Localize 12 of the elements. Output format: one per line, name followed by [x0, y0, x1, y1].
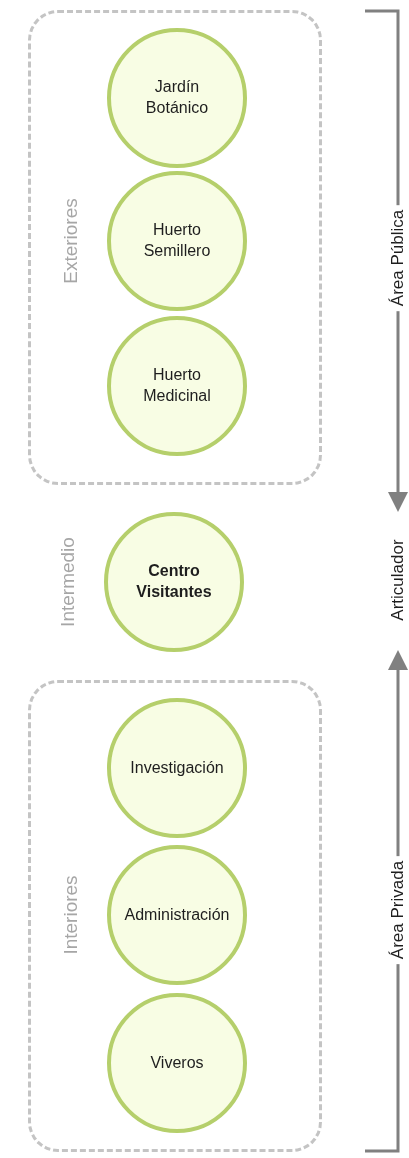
- node-label: Investigación: [129, 757, 225, 778]
- node-label: Huerto Semillero: [142, 220, 212, 261]
- node-label: Viveros: [149, 1052, 205, 1073]
- zone-label: Intermedio: [57, 537, 79, 627]
- node-label: Administración: [123, 904, 231, 925]
- node-label: Huerto Medicinal: [142, 365, 212, 406]
- node-label: Jardín Botánico: [144, 77, 210, 118]
- node-label: Centro Visitantes: [135, 561, 213, 602]
- dashed-group-box: [28, 10, 322, 485]
- group-label: Interiores: [60, 875, 82, 955]
- group-label: Exteriores: [60, 198, 82, 284]
- dashed-group-box: [28, 680, 322, 1152]
